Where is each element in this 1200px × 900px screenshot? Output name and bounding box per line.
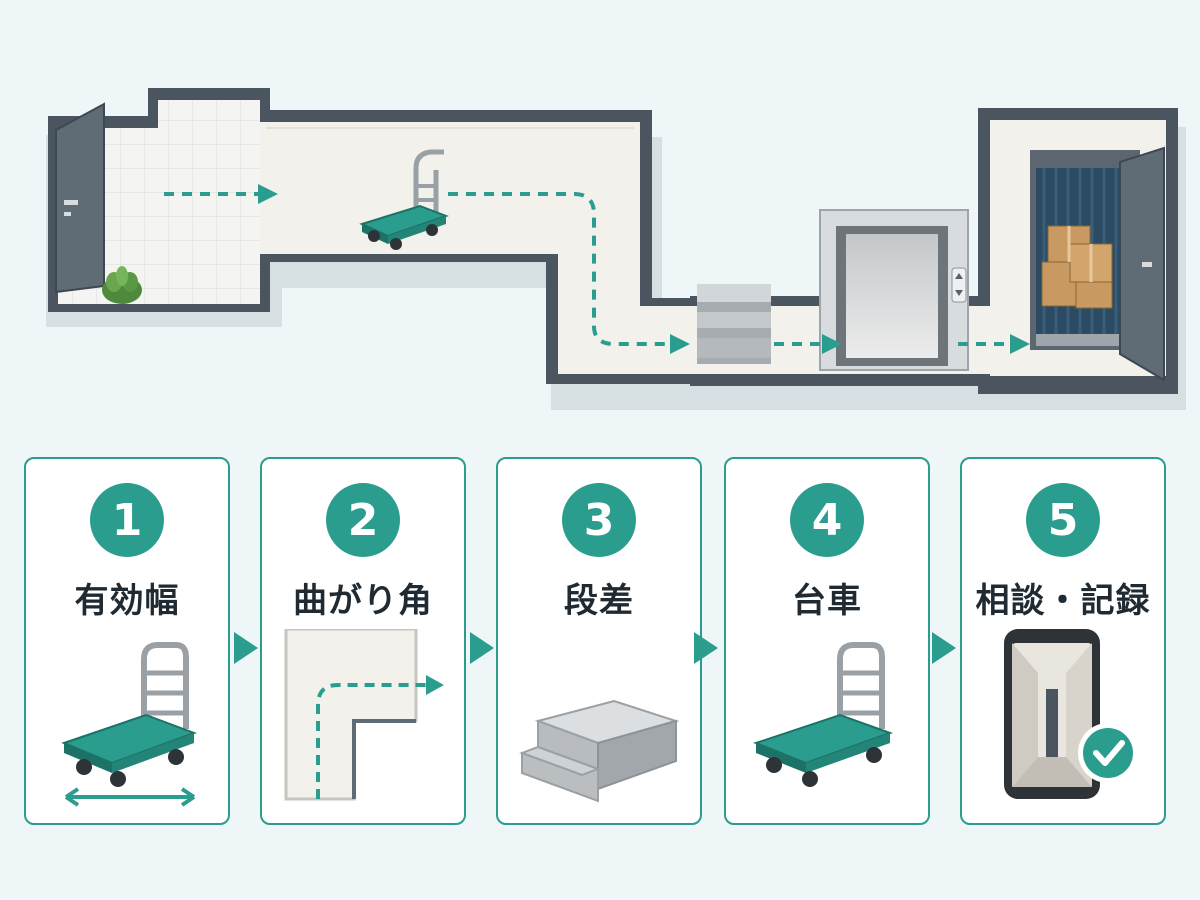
hand-cart-icon [359,149,449,250]
arrow-right-icon [470,632,494,664]
step-number-badge: 4 [790,483,864,557]
cardboard-boxes [1041,225,1113,309]
step-number-badge: 3 [562,483,636,557]
step-number-badge: 1 [90,483,164,557]
step-number-badge: 5 [1026,483,1100,557]
arrow-right-icon [694,632,718,664]
step-card-3: 3 段差 [496,457,702,825]
step-card-1: 1 有効幅 [24,457,230,825]
step-card-2: 2 曲がり角 [260,457,466,825]
cart-icon [753,642,893,787]
elevator [819,209,969,371]
step-label: 段差 [564,581,634,621]
step-label: 台車 [792,581,862,621]
entrance-door [55,102,105,294]
step-label: 有効幅 [74,581,180,621]
storage-room [970,108,1178,394]
step-card-5: 5 相談・記録 [960,457,1166,825]
plant-icon [102,266,142,304]
step-label: 曲がり角 [293,581,433,621]
cart-width-icon [61,642,197,807]
step-card-4: 4 台車 [724,457,930,825]
corner-icon [284,629,444,801]
stairs [697,284,771,364]
arrow-right-icon [234,632,258,664]
step-number-badge: 2 [326,483,400,557]
floor-plan [46,88,1186,410]
route-path [164,184,1030,354]
phone-check-icon [1004,629,1138,799]
arrow-right-icon [932,632,956,664]
step-label: 相談・記録 [975,581,1151,621]
step-icon [519,699,680,803]
